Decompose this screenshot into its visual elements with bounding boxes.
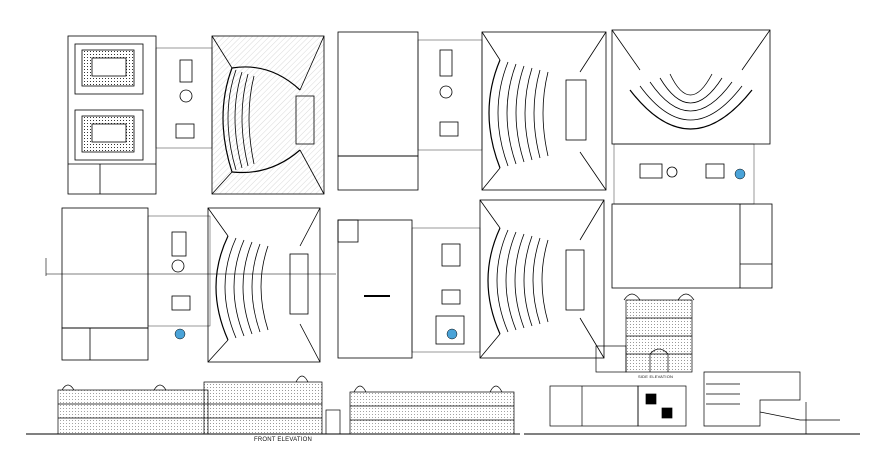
rear-elevation-drawing	[340, 385, 520, 435]
plan-c	[611, 29, 773, 289]
front-elevation-label: FRONT ELEVATION	[254, 437, 313, 443]
plan-d	[45, 207, 336, 363]
plan-c-marker	[734, 168, 746, 180]
plan-b	[337, 31, 607, 191]
side-elevation-label: SIDE ELEVATION	[638, 374, 674, 379]
plan-d-marker	[174, 328, 186, 340]
section-drawing	[524, 371, 860, 435]
plan-e-marker	[446, 328, 458, 340]
plan-a	[67, 35, 325, 195]
side-elevation-drawing	[595, 293, 695, 373]
front-elevation-drawing	[26, 375, 344, 435]
plan-e	[337, 199, 605, 359]
